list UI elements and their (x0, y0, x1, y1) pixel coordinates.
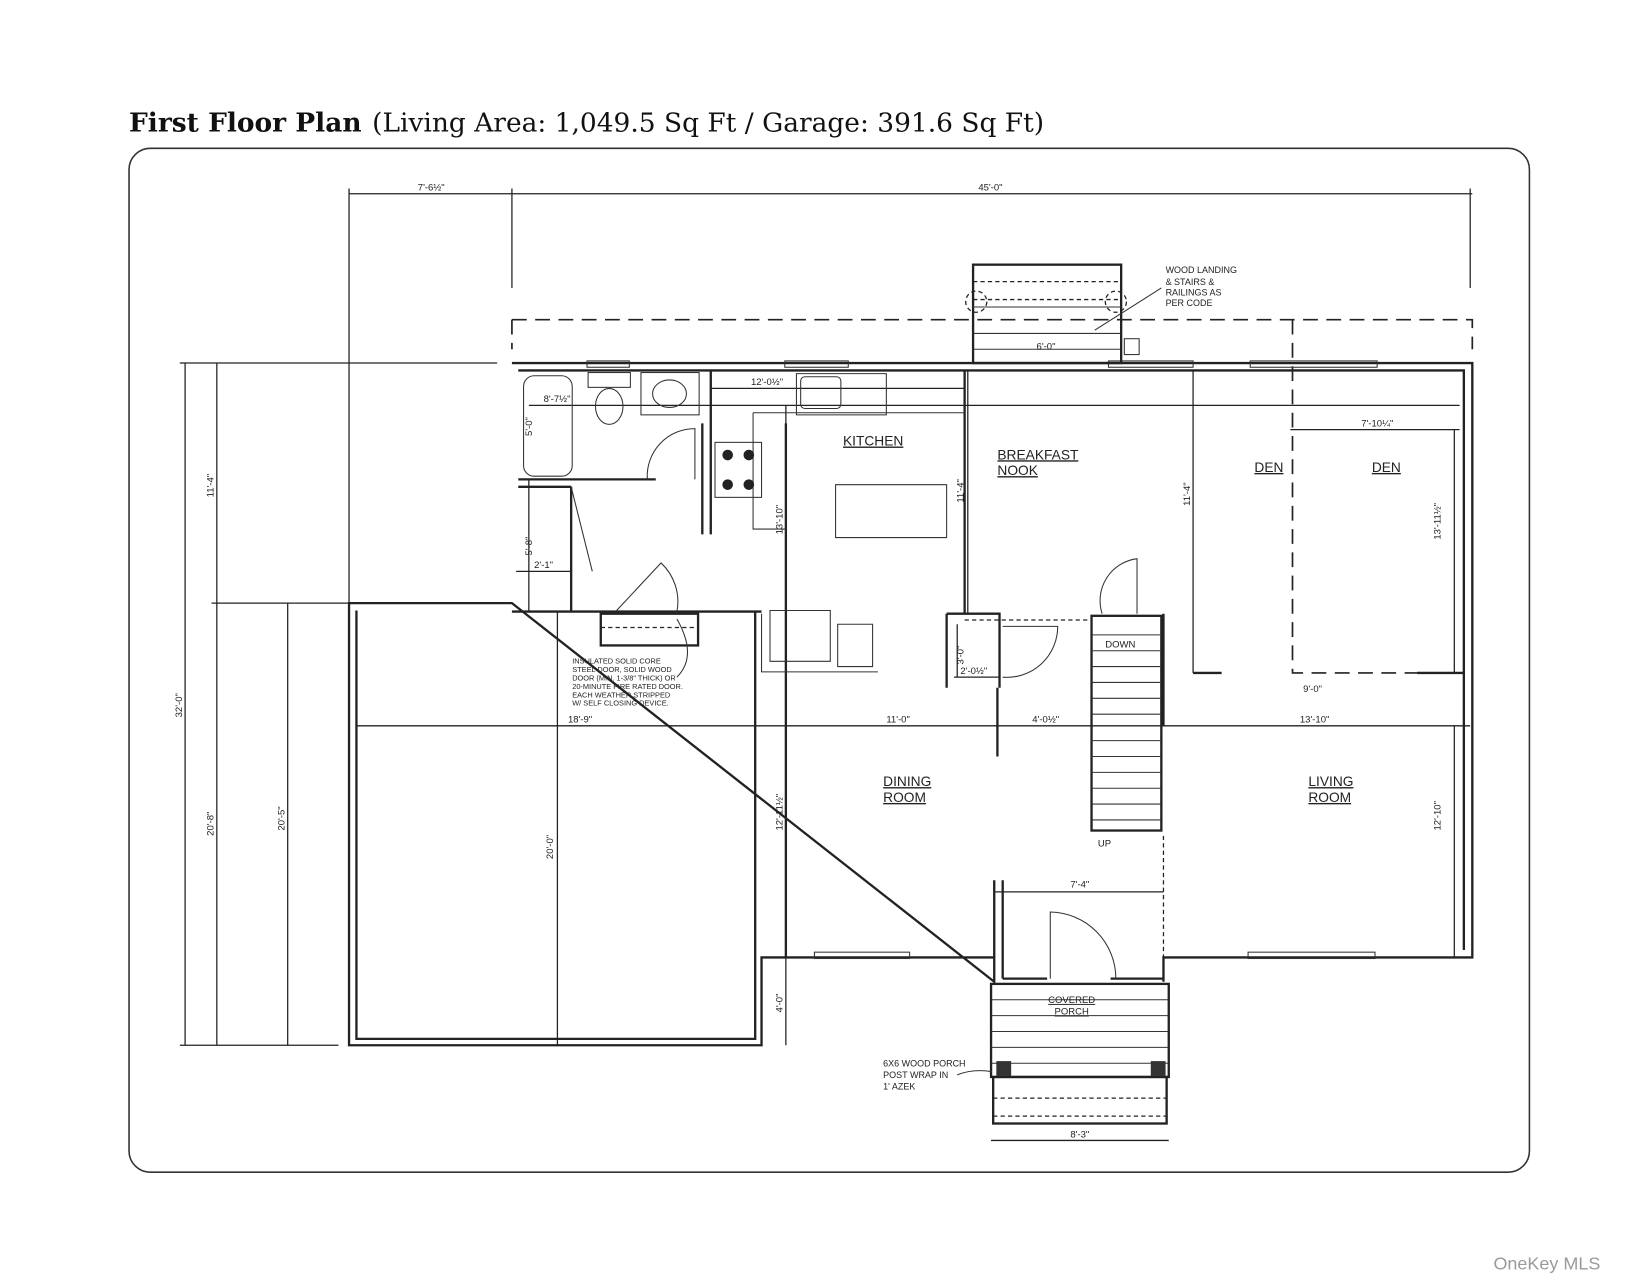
stairs-up-label: UP (1098, 838, 1111, 849)
room-den-right: DEN (1372, 460, 1401, 475)
dim-label: 12'-10" (1433, 801, 1444, 830)
dim-label: 13'-11½" (1433, 503, 1444, 540)
title-bold: First Floor Plan (129, 107, 362, 138)
room-dining-2: ROOM (883, 790, 926, 805)
note-line: & STAIRS & (1166, 277, 1215, 287)
note-line: PER CODE (1166, 298, 1213, 308)
garage-stoop (599, 612, 700, 678)
roof-outline (511, 318, 1474, 958)
dim-label: 8'-7½" (544, 394, 571, 405)
dim-label: 5'-0" (524, 417, 535, 436)
room-labels: KITCHEN BREAKFAST NOOK DEN DEN DINING RO… (843, 434, 1401, 1018)
room-dining: DINING (883, 774, 931, 789)
staircase: DOWN UP (1090, 614, 1163, 849)
dim-label: 11'-4" (1182, 482, 1193, 506)
note-line: INSULATED SOLID CORE (572, 656, 661, 665)
toilet-tank-icon (587, 372, 631, 388)
note-line: 1' AZEK (883, 1082, 915, 1092)
watermark: OneKey MLS (1493, 1253, 1600, 1273)
walls (347, 361, 1474, 1047)
room-porch-2: PORCH (1055, 1007, 1089, 1018)
kitchen-sink-icon (800, 376, 842, 410)
dim-label: 12'-0½" (751, 377, 783, 388)
note-line: STEEL DOOR, SOLID WOOD (572, 665, 672, 674)
note-porch-post: 6X6 WOOD PORCH POST WRAP IN 1' AZEK (883, 1058, 965, 1091)
bathtub-icon (523, 375, 573, 477)
plan-title: First Floor Plan (Living Area: 1,049.5 S… (129, 107, 1044, 138)
dim-label: 7'-10¼" (1361, 418, 1393, 429)
covered-porch (957, 982, 1170, 1125)
dim-label: 4'-0½" (1032, 715, 1059, 726)
dim-label: 32'-0" (174, 693, 185, 717)
dim-label: 20'-8" (206, 812, 217, 836)
room-den-left: DEN (1254, 460, 1283, 475)
dim-label: 9'-0" (1303, 684, 1322, 695)
dim-label: 45'-0" (978, 183, 1002, 194)
plan-frame (128, 147, 1531, 1173)
dim-label: 12'-11½" (775, 794, 786, 831)
room-kitchen: KITCHEN (843, 434, 903, 449)
dim-label: 3'-0" (956, 646, 967, 665)
dim-label: 8'-3" (1070, 1129, 1089, 1140)
dim-label: 2'-1" (534, 560, 553, 571)
note-garage-door: INSULATED SOLID CORE STEEL DOOR, SOLID W… (572, 656, 683, 707)
room-breakfast-nook: BREAKFAST (997, 447, 1079, 462)
note-line: 20-MINUTE FIRE RATED DOOR. (572, 682, 683, 691)
toilet-icon (594, 387, 624, 425)
note-line: EACH WEATHER STRIPPED (572, 690, 670, 699)
note-line: W/ SELF CLOSING DEVICE. (572, 699, 669, 708)
range-icon (714, 441, 763, 498)
room-breakfast-nook-2: NOOK (997, 463, 1038, 478)
stairs-down-label: DOWN (1105, 640, 1135, 651)
room-living-2: ROOM (1308, 790, 1351, 805)
note-line: 6X6 WOOD PORCH (883, 1058, 965, 1068)
dim-label: 5'-8" (524, 537, 535, 556)
dim-label: 4'-0" (775, 994, 786, 1013)
windows (586, 360, 1378, 960)
dim-label: 2'-0½" (960, 666, 987, 677)
dim-label: 7'-4" (1070, 880, 1089, 891)
dimension-lines (179, 188, 1473, 1142)
dim-label: 7'-6½" (418, 183, 445, 194)
dim-label: 11'-4" (206, 474, 217, 498)
dim-label: 6'-0" (1037, 341, 1056, 352)
kitchen-island (835, 484, 948, 539)
dim-label: 13'-10" (1300, 715, 1329, 726)
note-line: WOOD LANDING (1166, 265, 1237, 275)
note-line: POST WRAP IN (883, 1070, 948, 1080)
title-area: (Living Area: 1,049.5 Sq Ft / Garage: 39… (372, 107, 1044, 138)
dim-label: 18'-9" (568, 715, 592, 726)
dim-label: 11'-4" (956, 479, 967, 502)
sink-icon (652, 379, 687, 408)
doors (570, 428, 1138, 979)
dim-label: 20'-5" (277, 806, 288, 830)
note-line: DOOR (MIN. 1-3/8" THICK) OR (572, 673, 676, 682)
dim-label: 11'-0" (886, 715, 910, 726)
dim-label: 20'-0" (545, 835, 556, 859)
note-deck: WOOD LANDING & STAIRS & RAILINGS AS PER … (1166, 265, 1237, 308)
dim-label: 13'-10" (775, 505, 786, 534)
dimension-labels: 7'-6½" 45'-0" 6'-0" 12'-0½" 8'-7½" 5'-0"… (174, 183, 1444, 1141)
rear-deck (965, 263, 1162, 365)
vanity-icon (640, 372, 700, 416)
room-porch: COVERED (1048, 995, 1095, 1006)
room-living: LIVING (1308, 774, 1353, 789)
note-line: RAILINGS AS (1166, 287, 1222, 297)
